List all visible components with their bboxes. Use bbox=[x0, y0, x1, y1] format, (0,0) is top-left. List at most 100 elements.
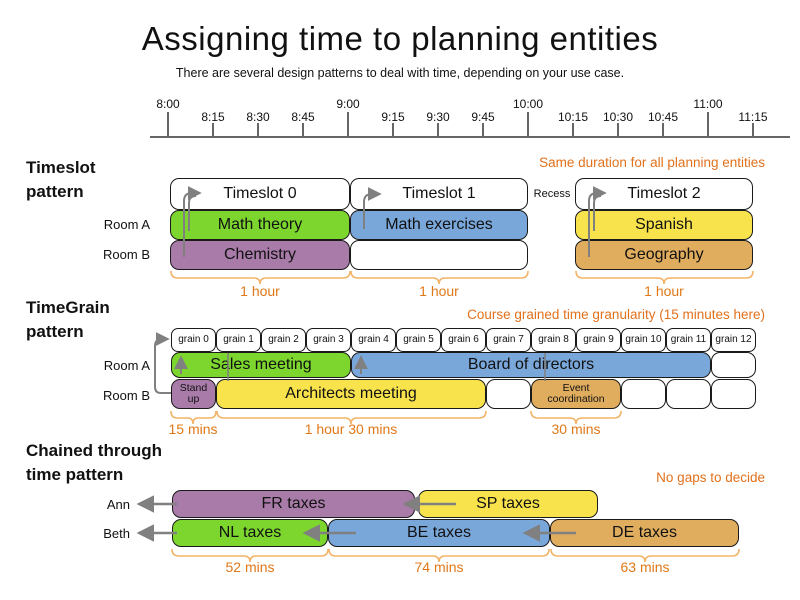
grain-0-box: grain 0 bbox=[171, 328, 216, 352]
timegrain-duration-1: 1 hour 30 mins bbox=[304, 421, 398, 437]
timeline-tick-label: 9:15 bbox=[381, 110, 405, 124]
chained-annotation: No gaps to decide bbox=[656, 470, 765, 485]
timeslot-0-label: Timeslot 0 bbox=[223, 184, 297, 202]
lesson-chemistry-label: Chemistry bbox=[223, 245, 296, 263]
meeting-standup: Stand up bbox=[171, 379, 216, 409]
task-de-taxes: DE taxes bbox=[550, 519, 739, 547]
task-fr-taxes: FR taxes bbox=[172, 490, 415, 518]
timeline-tick-label: 9:00 bbox=[336, 97, 360, 111]
timeslot-2-label: Timeslot 2 bbox=[627, 184, 701, 202]
timegrain-annotation: Course grained time granularity (15 minu… bbox=[467, 307, 765, 322]
timeslot-duration-0: 1 hour bbox=[240, 283, 280, 299]
grain-9-box: grain 9 bbox=[576, 328, 621, 352]
lesson-math-exercises-label: Math exercises bbox=[385, 215, 493, 233]
meeting-standup-label: Stand up bbox=[179, 381, 208, 405]
grain-12-box: grain 12 bbox=[711, 328, 756, 352]
meeting-board-label: Board of directors bbox=[467, 355, 595, 373]
task-be-taxes: BE taxes bbox=[328, 519, 550, 547]
timegrain-pattern-heading-line1: TimeGrain bbox=[26, 298, 110, 317]
empty-grain-slot bbox=[486, 379, 531, 409]
timeslot-1-label: Timeslot 1 bbox=[402, 184, 476, 202]
empty-grain-slot bbox=[711, 379, 756, 409]
timeline-tick-label: 9:45 bbox=[471, 110, 495, 124]
task-be-taxes-label: BE taxes bbox=[406, 523, 472, 541]
grain-11-box: grain 11 bbox=[666, 328, 711, 352]
connector-arrow-grain-0 bbox=[154, 332, 171, 394]
chained-row-label-ann: Ann bbox=[106, 497, 130, 512]
grain-5-box: grain 5 bbox=[396, 328, 441, 352]
timegrain-row-label-room-b: Room B bbox=[103, 388, 150, 403]
chained-duration-2: 63 mins bbox=[620, 559, 670, 575]
recess-label: Recess bbox=[533, 188, 571, 200]
grain-4-label: grain 4 bbox=[358, 333, 389, 345]
timeslot-pattern-heading-line1: Timeslot bbox=[26, 158, 96, 177]
empty-slot-box bbox=[350, 240, 528, 270]
timeslot-0-box: Timeslot 0 bbox=[170, 178, 350, 210]
chained-duration-0: 52 mins bbox=[225, 559, 275, 575]
timeline-tick-label: 8:45 bbox=[291, 110, 315, 124]
timeline-tick-label: 10:15 bbox=[557, 110, 589, 124]
grain-7-box: grain 7 bbox=[486, 328, 531, 352]
grain-7-label: grain 7 bbox=[493, 333, 524, 345]
timeline-tick-label: 8:00 bbox=[156, 97, 180, 111]
timeslot-pattern-heading-line2: pattern bbox=[26, 182, 84, 201]
timeline-tick-label: 11:00 bbox=[693, 97, 723, 111]
task-de-taxes-label: DE taxes bbox=[612, 523, 677, 541]
grain-11-label: grain 11 bbox=[670, 333, 707, 345]
chained-pattern-heading-line2: time pattern bbox=[26, 465, 124, 484]
timeline-tick-label: 11:15 bbox=[738, 110, 768, 124]
timeslot-row-label-room-b: Room B bbox=[103, 247, 150, 262]
lesson-spanish: Spanish bbox=[575, 210, 753, 240]
lesson-math-theory-label: Math theory bbox=[217, 215, 303, 233]
timeslot-1-box: Timeslot 1 bbox=[350, 178, 528, 210]
meeting-board: Board of directors bbox=[351, 352, 711, 378]
meeting-event: Event coordination bbox=[531, 379, 621, 409]
grain-5-label: grain 5 bbox=[403, 333, 434, 345]
timeline-tick-label: 10:30 bbox=[602, 110, 634, 124]
page-subtitle: There are several design patterns to dea… bbox=[175, 66, 625, 80]
grain-10-label: grain 10 bbox=[625, 333, 662, 345]
empty-grain-slot bbox=[711, 352, 756, 378]
meeting-sales-label: Sales meeting bbox=[210, 355, 312, 373]
grain-3-box: grain 3 bbox=[306, 328, 351, 352]
grain-1-box: grain 1 bbox=[216, 328, 261, 352]
task-sp-taxes: SP taxes bbox=[418, 490, 598, 518]
chained-duration-1: 74 mins bbox=[414, 559, 464, 575]
task-nl-taxes-label: NL taxes bbox=[218, 523, 282, 541]
grain-10-box: grain 10 bbox=[621, 328, 666, 352]
task-nl-taxes: NL taxes bbox=[172, 519, 328, 547]
grain-1-label: grain 1 bbox=[223, 333, 254, 345]
timegrain-pattern-heading-line2: pattern bbox=[26, 322, 84, 341]
timeline-tick-label: 9:30 bbox=[426, 110, 450, 124]
chained-row-label-beth: Beth bbox=[103, 526, 130, 541]
lesson-spanish-label: Spanish bbox=[635, 215, 693, 233]
page-title: Assigning time to planning entities bbox=[141, 20, 659, 57]
grain-6-label: grain 6 bbox=[448, 333, 479, 345]
timeline-tick-label: 8:30 bbox=[246, 110, 270, 124]
lesson-geography: Geography bbox=[575, 240, 753, 270]
grain-12-label: grain 12 bbox=[715, 333, 752, 345]
timegrain-duration-2: 30 mins bbox=[551, 421, 601, 437]
task-sp-taxes-label: SP taxes bbox=[476, 494, 540, 512]
grain-2-label: grain 2 bbox=[268, 333, 299, 345]
empty-grain-slot bbox=[621, 379, 666, 409]
timegrain-duration-0: 15 mins bbox=[168, 421, 218, 437]
grain-4-box: grain 4 bbox=[351, 328, 396, 352]
empty-grain-slot bbox=[666, 379, 711, 409]
lesson-math-theory: Math theory bbox=[170, 210, 350, 240]
meeting-sales: Sales meeting bbox=[171, 352, 351, 378]
task-fr-taxes-label: FR taxes bbox=[261, 494, 326, 512]
chained-pattern-heading-line1: Chained through bbox=[26, 441, 162, 460]
timeslot-duration-1: 1 hour bbox=[419, 283, 459, 299]
timeline-tick-label: 8:15 bbox=[201, 110, 225, 124]
timeline-tick-label: 10:00 bbox=[512, 97, 544, 111]
grain-3-label: grain 3 bbox=[313, 333, 344, 345]
grain-8-box: grain 8 bbox=[531, 328, 576, 352]
lesson-geography-label: Geography bbox=[624, 245, 704, 263]
grain-2-box: grain 2 bbox=[261, 328, 306, 352]
timegrain-row-label-room-a: Room A bbox=[103, 358, 150, 373]
meeting-architects-label: Architects meeting bbox=[285, 384, 417, 402]
meeting-event-label: Event coordination bbox=[547, 381, 605, 405]
grain-9-label: grain 9 bbox=[583, 333, 614, 345]
